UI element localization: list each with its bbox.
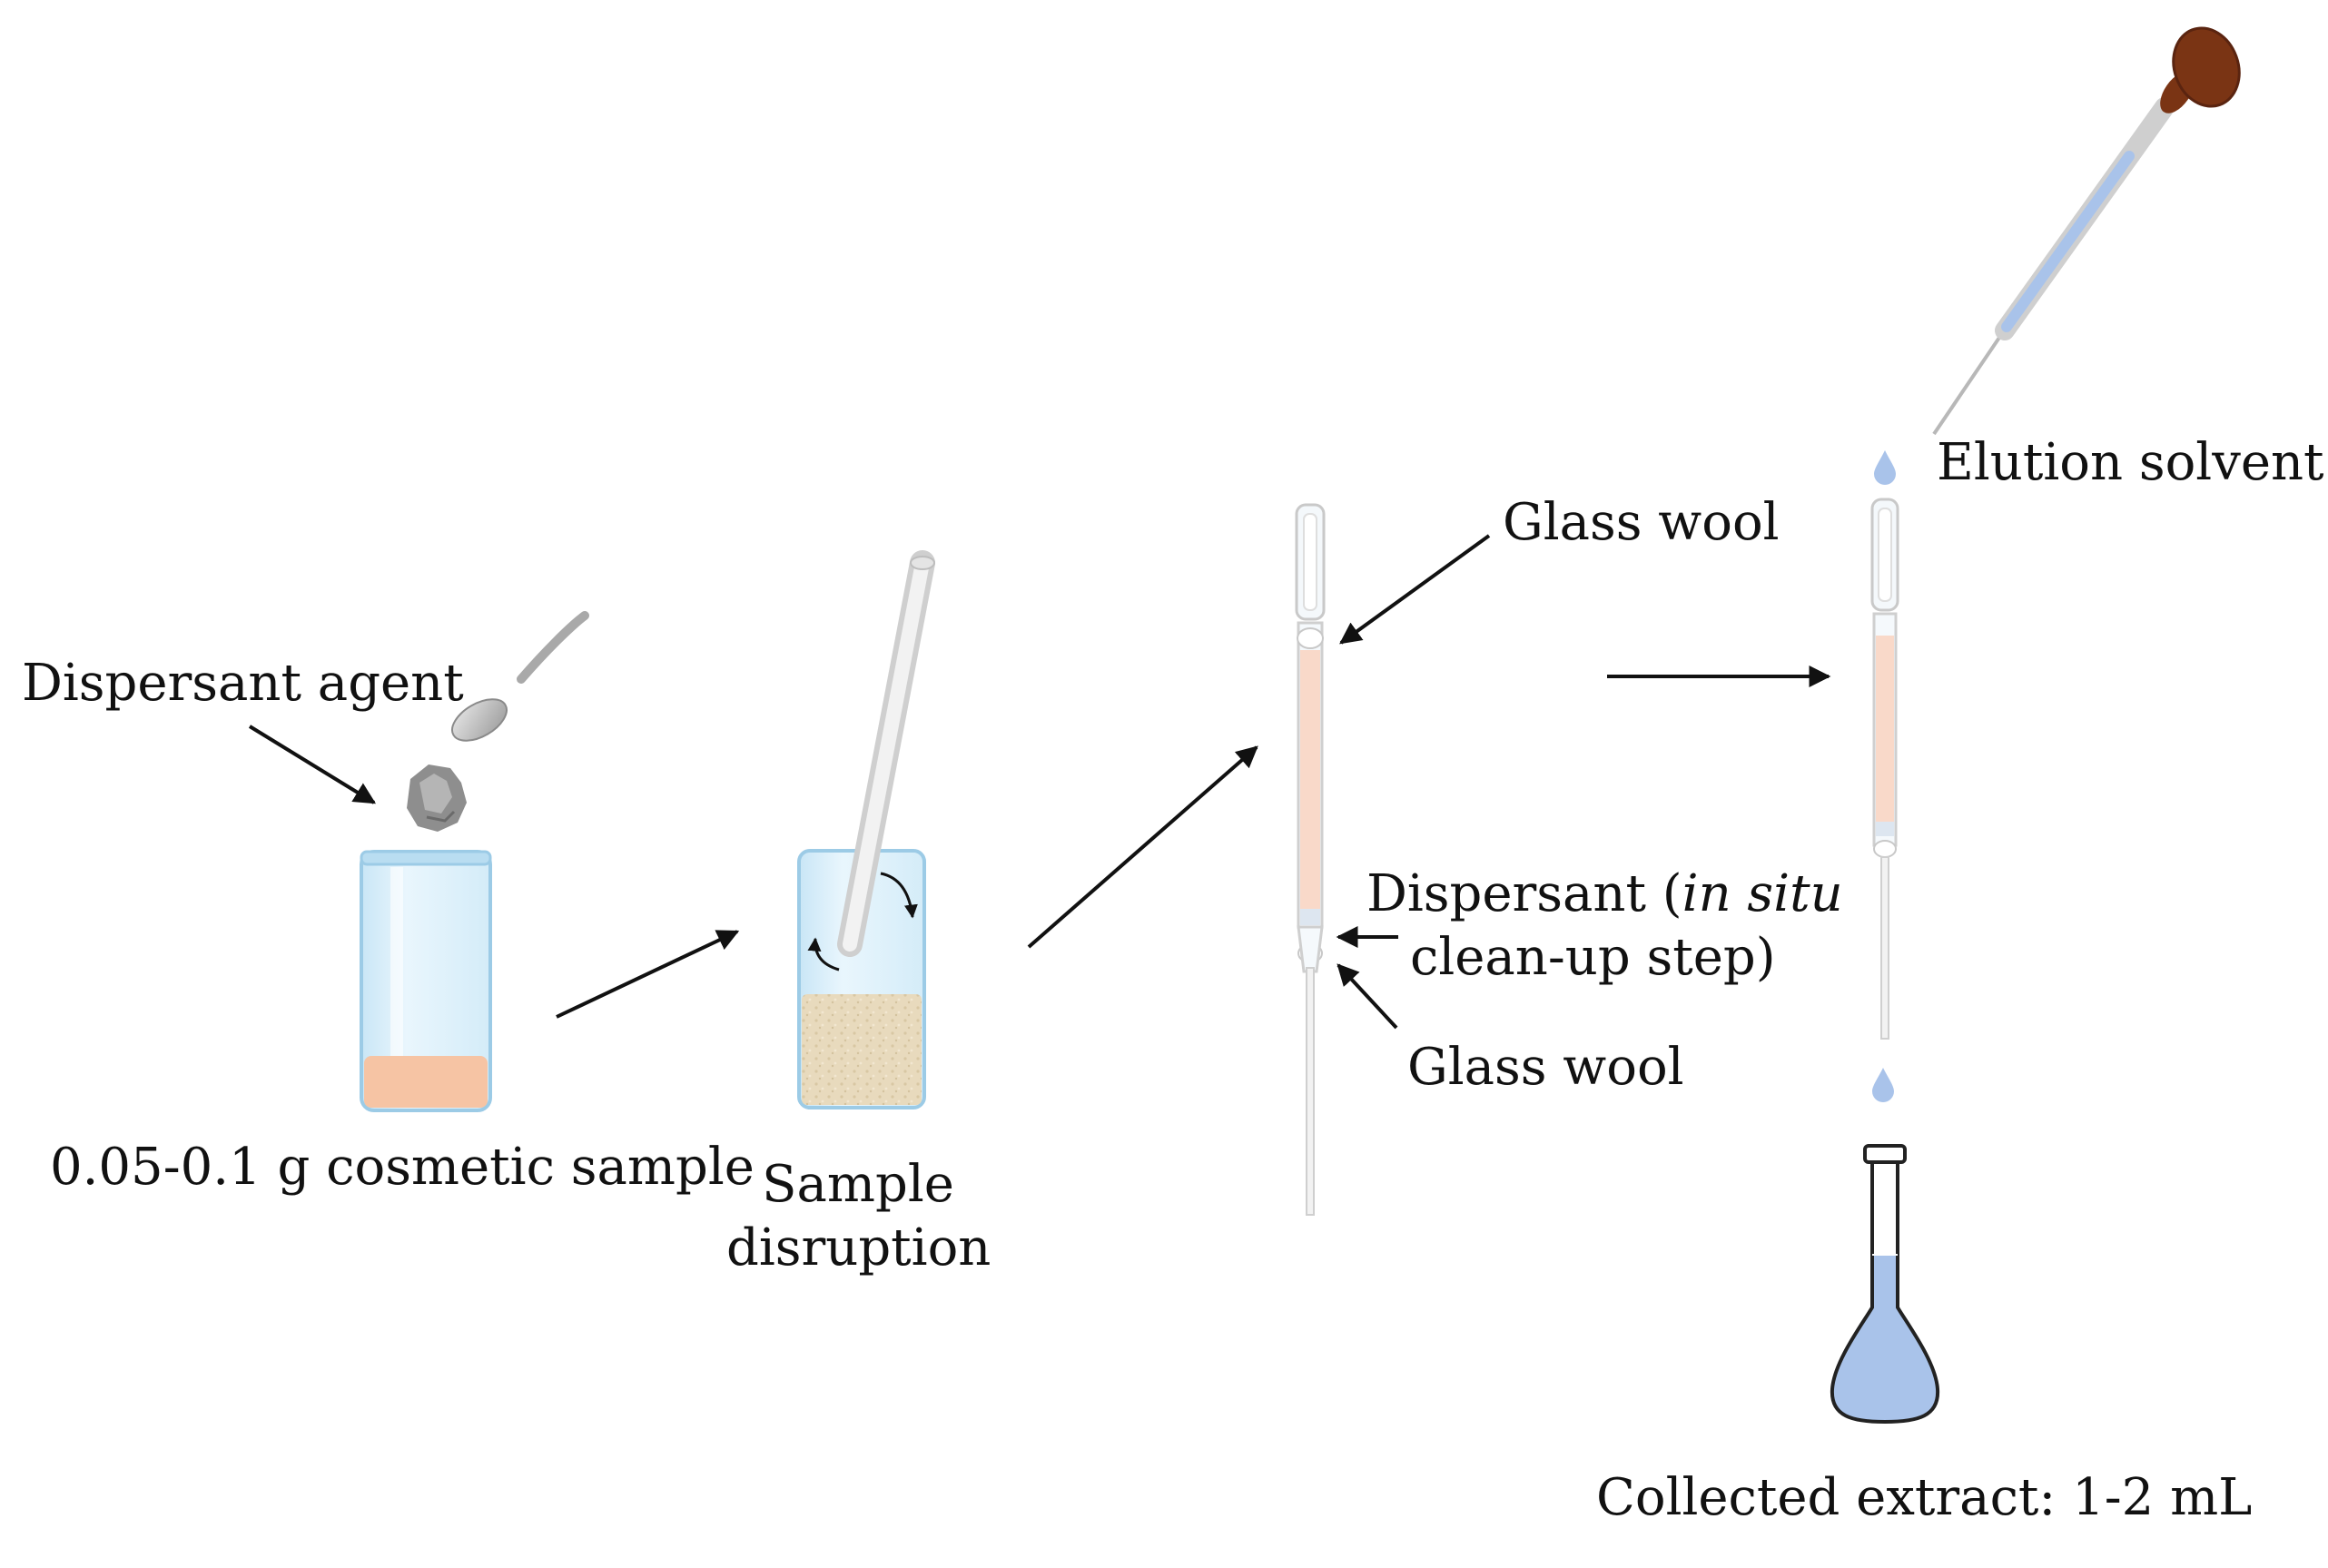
arrow-step2-to-column (1027, 745, 1258, 949)
spoon-icon (451, 611, 589, 742)
in-situ-italic: in situ (1682, 864, 1843, 923)
dispersant-agent-label: Dispersant agent (22, 654, 464, 713)
dispersant-clean-up-layer (1300, 909, 1320, 925)
column-packing (1300, 650, 1320, 909)
arrow-glass-wool-bottom (1337, 963, 1398, 1030)
elution-solvent-label: Elution solvent (1937, 433, 2324, 492)
glass-wool-bottom-label: Glass wool (1407, 1038, 1684, 1097)
pasteur-pipette-icon (1295, 503, 1326, 1216)
sample-vial (360, 850, 492, 1112)
glass-wool-top-plug (1297, 627, 1324, 649)
glass-rod-icon (837, 550, 935, 957)
dropper-icon (1932, 26, 2241, 436)
dispersant-prefix: Dispersant ( (1366, 864, 1682, 923)
droplet-icon (1872, 1068, 1894, 1102)
arrow-step1-to-step2 (556, 930, 740, 1019)
volumetric-flask-icon (1830, 1144, 1940, 1425)
dispersant-in-situ-label: Dispersant (in situ (1366, 869, 1843, 920)
glass-wool-top-label: Glass wool (1503, 493, 1780, 552)
droplet-icon (1874, 450, 1896, 485)
elution-column-icon (1870, 498, 1899, 1040)
collected-extract-label: Collected extract: 1-2 mL (1596, 1468, 2253, 1527)
sample-disruption-label-line2: disruption (726, 1218, 991, 1277)
arrow-dispersant-agent (248, 725, 377, 804)
clean-up-step-label: clean-up step) (1410, 928, 1776, 987)
stir-arrows-icon (807, 872, 918, 971)
cosmetic-sample-layer (364, 1056, 488, 1108)
arrow-glass-wool-top (1339, 534, 1491, 645)
sample-disruption-label-line1: Sample (762, 1155, 954, 1214)
cosmetic-sample-label: 0.05-0.1 g cosmetic sample (50, 1138, 755, 1197)
dispersant-rock-icon (407, 764, 467, 832)
disruption-vial (797, 849, 926, 1109)
disrupted-sample-layer (802, 994, 922, 1105)
